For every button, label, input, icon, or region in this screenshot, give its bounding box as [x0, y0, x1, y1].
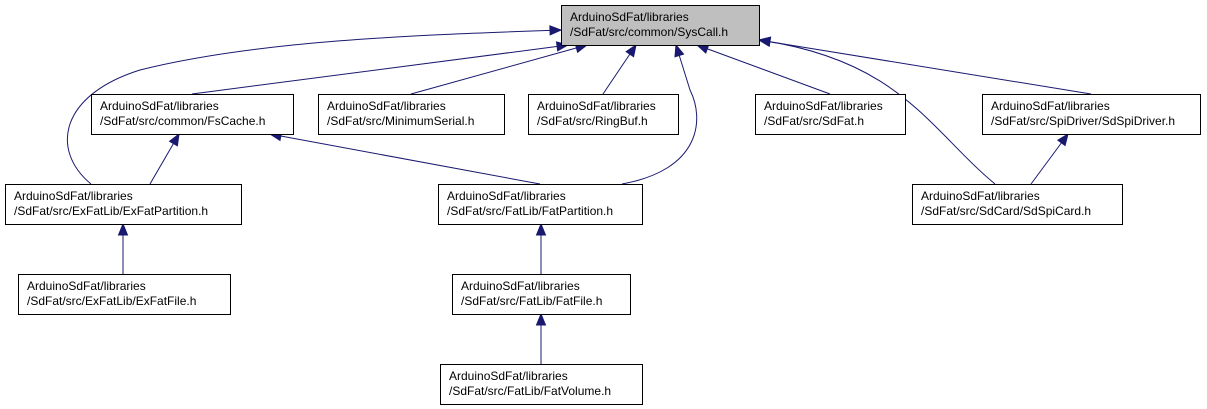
- node-label-file: /SdFat/src/common/FsCache.h: [100, 114, 265, 128]
- edge-exfatfile-to-exfatpart: [117, 222, 129, 274]
- arrowhead-icon: [535, 312, 547, 326]
- edge-line: [269, 133, 541, 185]
- node-fatpart[interactable]: ArduinoSdFat/libraries/SdFat/src/FatLib/…: [438, 184, 643, 225]
- edge-line: [66, 29, 562, 185]
- arrowhead-icon: [535, 222, 547, 236]
- node-fscache[interactable]: ArduinoSdFat/libraries/SdFat/src/common/…: [91, 94, 294, 135]
- node-label-path: ArduinoSdFat/libraries: [100, 99, 219, 113]
- node-exfatfile[interactable]: ArduinoSdFat/libraries/SdFat/src/ExFatLi…: [18, 274, 231, 315]
- arrowhead-icon: [117, 222, 129, 236]
- edge-fatfile-to-fatpart: [535, 222, 547, 274]
- node-label-path: ArduinoSdFat/libraries: [921, 189, 1040, 203]
- node-fatfile[interactable]: ArduinoSdFat/libraries/SdFat/src/FatLib/…: [452, 274, 631, 315]
- edge-line: [621, 44, 698, 185]
- edge-fatpart-to-fscache: [268, 130, 541, 185]
- edge-fatvolume-to-fatfile: [535, 312, 547, 364]
- edge-sdfat-to-syscall: [695, 44, 831, 95]
- node-label-file: /SdFat/src/ExFatLib/ExFatPartition.h: [14, 204, 208, 218]
- arrowhead-icon: [549, 25, 563, 36]
- edge-fatpart-to-syscall: [621, 43, 698, 185]
- node-label-file: /SdFat/src/FatLib/FatPartition.h: [447, 204, 613, 218]
- node-label-file: /SdFat/src/ExFatLib/ExFatFile.h: [27, 294, 196, 308]
- arrowhead-icon: [1056, 132, 1069, 147]
- edge-line: [696, 44, 831, 95]
- node-label-path: ArduinoSdFat/libraries: [447, 189, 566, 203]
- node-syscall[interactable]: ArduinoSdFat/libraries/SdFat/src/common/…: [561, 5, 760, 46]
- node-minserial[interactable]: ArduinoSdFat/libraries/SdFat/src/Minimum…: [318, 94, 505, 135]
- node-label-path: ArduinoSdFat/libraries: [570, 10, 689, 24]
- node-label-path: ArduinoSdFat/libraries: [991, 99, 1110, 113]
- arrowhead-icon: [674, 43, 685, 58]
- node-sdspidriver[interactable]: ArduinoSdFat/libraries/SdFat/src/SpiDriv…: [982, 94, 1201, 135]
- node-label-file: /SdFat/src/SdFat.h: [764, 114, 864, 128]
- node-label-file: /SdFat/src/RingBuf.h: [537, 114, 648, 128]
- edge-sdspidriver-to-syscall: [757, 36, 1092, 95]
- nodes-layer: ArduinoSdFat/libraries/SdFat/src/common/…: [5, 5, 1201, 405]
- edge-minserial-to-syscall: [410, 43, 589, 95]
- edge-line: [410, 44, 588, 95]
- node-label-path: ArduinoSdFat/libraries: [449, 369, 568, 383]
- edge-line: [191, 44, 569, 95]
- node-label-path: ArduinoSdFat/libraries: [461, 279, 580, 293]
- node-fatvolume[interactable]: ArduinoSdFat/libraries/SdFat/src/FatLib/…: [440, 364, 643, 405]
- node-label-path: ArduinoSdFat/libraries: [27, 279, 146, 293]
- edge-exfatpart-to-syscall: [66, 25, 563, 185]
- node-box[interactable]: [18, 274, 231, 315]
- node-label-file: /SdFat/src/SpiDriver/SdSpiDriver.h: [991, 114, 1175, 128]
- node-box[interactable]: [5, 184, 242, 225]
- node-box[interactable]: [528, 94, 679, 135]
- edge-ringbuf-to-syscall: [602, 43, 637, 95]
- node-label-file: /SdFat/src/FatLib/FatFile.h: [461, 294, 602, 308]
- node-label-file: /SdFat/src/FatLib/FatVolume.h: [449, 384, 611, 398]
- node-box[interactable]: [318, 94, 505, 135]
- arrowhead-icon: [168, 132, 180, 147]
- node-label-file: /SdFat/src/MinimumSerial.h: [327, 114, 474, 128]
- node-box[interactable]: [912, 184, 1123, 225]
- node-label-path: ArduinoSdFat/libraries: [537, 99, 656, 113]
- node-box[interactable]: [91, 94, 294, 135]
- node-sdspicard[interactable]: ArduinoSdFat/libraries/SdFat/src/SdCard/…: [912, 184, 1123, 225]
- edge-line: [758, 39, 1092, 95]
- edge-exfatpart-to-fscache: [149, 132, 180, 185]
- node-box[interactable]: [440, 364, 643, 405]
- edge-sdspicard-to-sdspidriver: [1030, 132, 1069, 185]
- node-label-file: /SdFat/src/SdCard/SdSpiCard.h: [921, 204, 1091, 218]
- node-sdfat[interactable]: ArduinoSdFat/libraries/SdFat/src/SdFat.h: [755, 94, 906, 135]
- arrowhead-icon: [625, 43, 637, 58]
- node-box[interactable]: [982, 94, 1201, 135]
- node-label-file: /SdFat/src/common/SysCall.h: [570, 25, 728, 39]
- node-box[interactable]: [438, 184, 643, 225]
- node-label-path: ArduinoSdFat/libraries: [764, 99, 883, 113]
- node-exfatpart[interactable]: ArduinoSdFat/libraries/SdFat/src/ExFatLi…: [5, 184, 242, 225]
- node-label-path: ArduinoSdFat/libraries: [327, 99, 446, 113]
- node-box[interactable]: [561, 5, 760, 46]
- arrowhead-icon: [757, 36, 772, 47]
- node-ringbuf[interactable]: ArduinoSdFat/libraries/SdFat/src/RingBuf…: [528, 94, 679, 135]
- node-box[interactable]: [452, 274, 631, 315]
- node-box[interactable]: [755, 94, 906, 135]
- node-label-path: ArduinoSdFat/libraries: [14, 189, 133, 203]
